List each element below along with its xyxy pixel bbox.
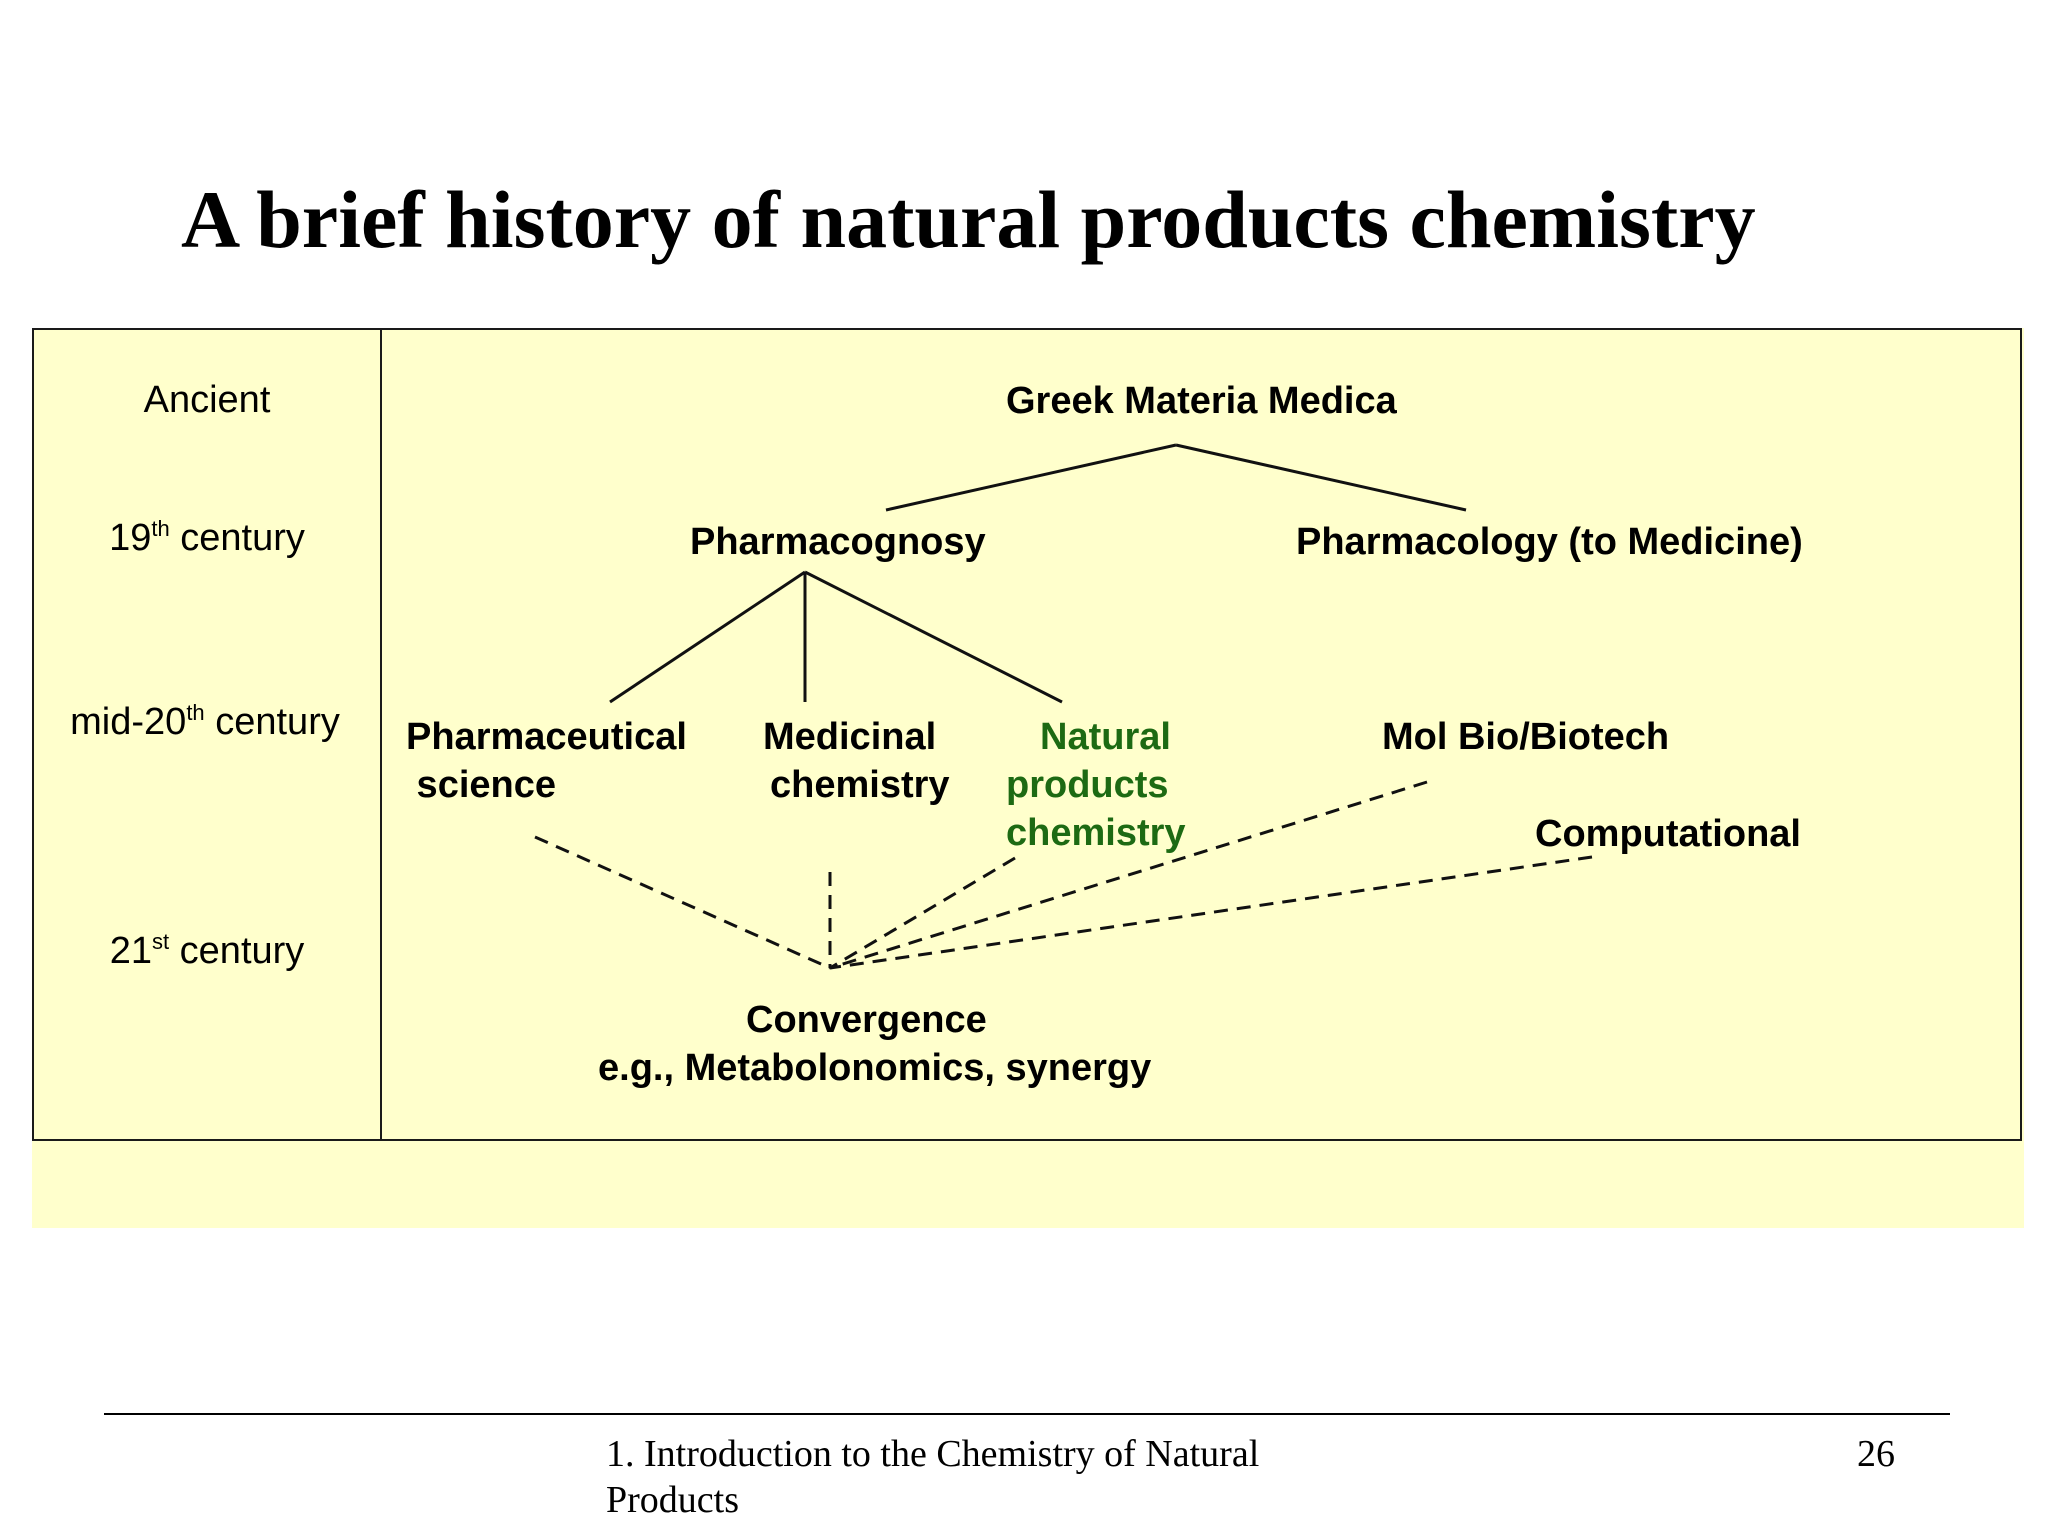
dash-natural-convergence xyxy=(829,856,1016,970)
slide-title: A brief history of natural products chem… xyxy=(181,174,1756,265)
node-pharmacology: Pharmacology (to Medicine) xyxy=(1296,521,1803,563)
dash-pharm-science-convergence xyxy=(534,835,831,970)
era-column-divider xyxy=(380,328,382,1141)
link-pharmacognosy-pharm-science xyxy=(609,570,806,704)
era-ancient: Ancient xyxy=(143,379,271,421)
node-greek-materia-medica: Greek Materia Medica xyxy=(1006,380,1397,422)
footer-course-title: 1. Introduction to the Chemistry of Natu… xyxy=(606,1433,1260,1521)
node-pharmacognosy: Pharmacognosy xyxy=(690,521,986,563)
node-pharmaceutical-science: Pharmaceutical science xyxy=(406,716,687,806)
diagram-frame xyxy=(32,328,2022,1141)
node-convergence-examples: e.g., Metabolonomics, synergy xyxy=(598,1047,1152,1089)
dash-computational-convergence xyxy=(829,855,1593,970)
node-convergence: Convergence xyxy=(746,999,987,1041)
footer-rule xyxy=(104,1413,1950,1415)
page-number: 26 xyxy=(1857,1433,1895,1475)
era-mid-20th-century: mid-20th century xyxy=(70,700,340,743)
node-mol-bio-biotech: Mol Bio/Biotech xyxy=(1382,716,1670,758)
node-computational: Computational xyxy=(1535,813,1801,855)
era-21st-century: 21st century xyxy=(109,929,305,972)
link-greek-pharmacognosy xyxy=(885,443,1177,512)
dash-molbio-convergence xyxy=(829,780,1428,970)
link-greek-pharmacology xyxy=(1175,443,1467,512)
link-pharmacognosy-natural xyxy=(804,570,1063,704)
era-19th-century: 19th century xyxy=(109,516,305,559)
